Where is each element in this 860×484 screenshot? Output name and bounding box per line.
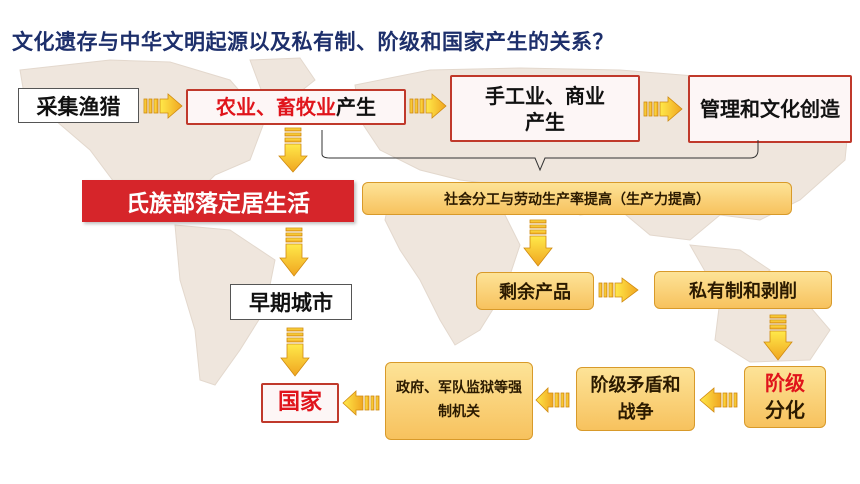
- node-class-division: 阶级 分化: [744, 366, 826, 428]
- node-class-conflict-label: 阶级矛盾和战争: [590, 375, 681, 423]
- node-agriculture: 农业、畜牧业产生: [186, 89, 406, 125]
- node-social-division-label: 社会分工与劳动生产率提高（生产力提高）: [444, 191, 710, 208]
- node-social-division: 社会分工与劳动生产率提高（生产力提高）: [362, 182, 792, 215]
- node-city-label: 早期城市: [249, 291, 333, 315]
- node-foraging-label: 采集渔猎: [36, 94, 121, 119]
- node-state-label: 国家: [277, 389, 322, 415]
- node-city: 早期城市: [230, 284, 352, 320]
- node-surplus: 剩余产品: [476, 272, 594, 310]
- south-america-shape: [174, 224, 276, 386]
- node-private-ownership-label: 私有制和剥削: [689, 281, 797, 302]
- node-state: 国家: [261, 383, 339, 423]
- node-foraging: 采集渔猎: [18, 88, 139, 123]
- node-surplus-label: 剩余产品: [499, 282, 571, 303]
- node-agriculture-red-label: 农业、畜牧业: [216, 95, 336, 119]
- node-class-division-red-label: 阶级: [765, 371, 805, 395]
- node-government: 政府、军队监狱等强制机关: [385, 362, 533, 440]
- node-government-label: 政府、军队监狱等强制机关: [396, 380, 522, 420]
- node-management-label: 管理和文化创造: [700, 97, 840, 121]
- node-handicraft-label: 手工业、商业产生: [485, 83, 605, 134]
- node-agriculture-suffix: 产生: [336, 95, 376, 119]
- node-class-conflict: 阶级矛盾和战争: [576, 367, 695, 431]
- node-handicraft: 手工业、商业产生: [450, 75, 640, 142]
- node-private-ownership: 私有制和剥削: [654, 271, 832, 309]
- node-management: 管理和文化创造: [688, 75, 852, 143]
- page-title: 文化遗存与中华文明起源以及私有制、阶级和国家产生的关系？: [12, 30, 614, 54]
- node-settlement: 氏族部落定居生活: [82, 180, 354, 222]
- node-settlement-label: 氏族部落定居生活: [126, 191, 310, 217]
- node-class-division-suffix: 分化: [765, 398, 805, 422]
